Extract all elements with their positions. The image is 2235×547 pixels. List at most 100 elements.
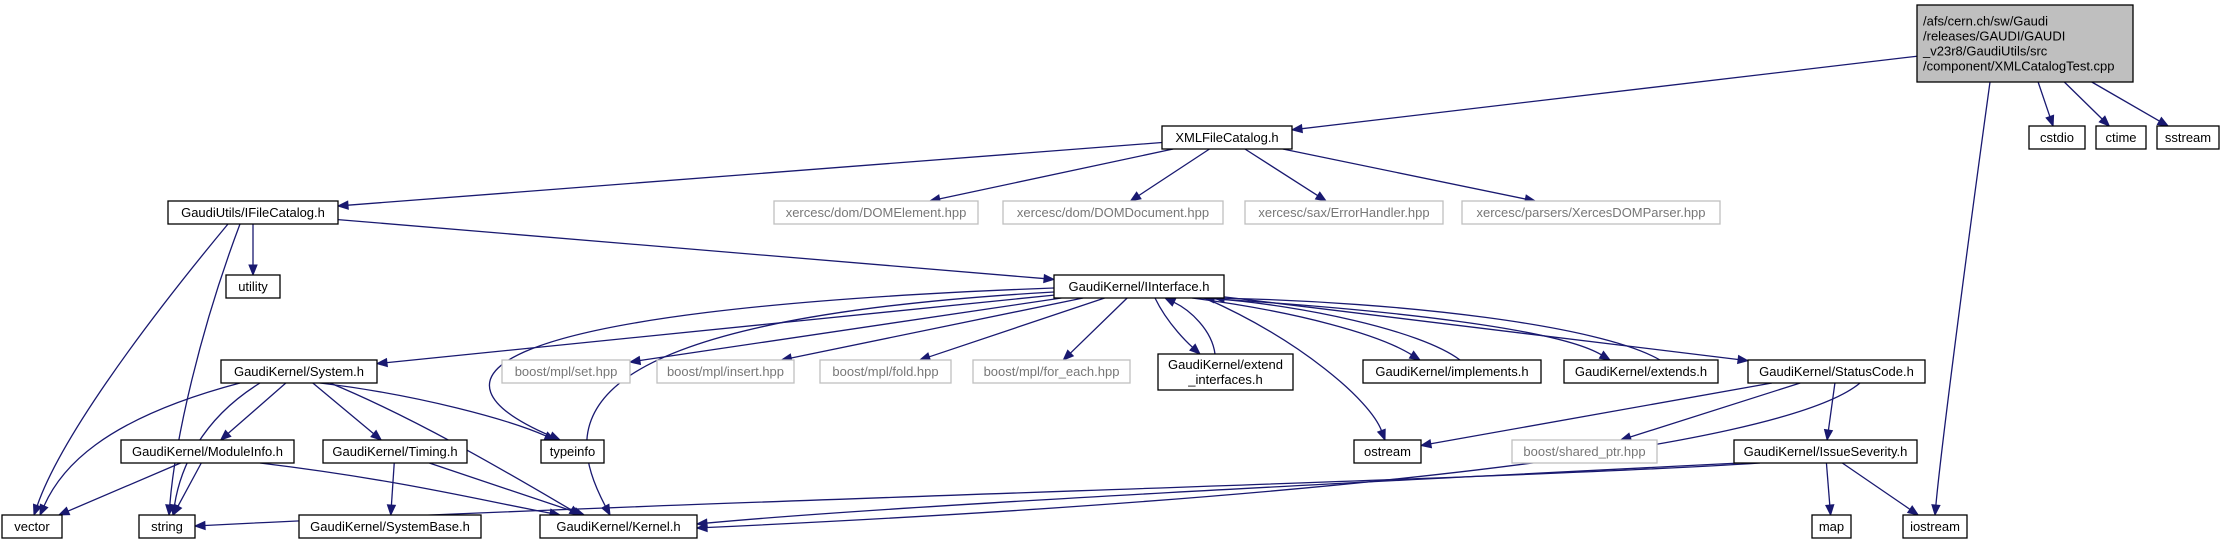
edge-iif-to-extif — [1154, 297, 1202, 355]
node-cstdio[interactable]: cstdio — [2028, 125, 2086, 150]
arrowhead — [248, 264, 258, 277]
node-timing[interactable]: GaudiKernel/Timing.h — [322, 439, 468, 464]
node-box — [539, 514, 698, 539]
node-box — [1053, 274, 1225, 299]
node-vector[interactable]: vector — [1, 514, 63, 539]
node-kernel[interactable]: GaudiKernel/Kernel.h — [539, 514, 698, 539]
node-box — [1161, 125, 1293, 150]
node-extif[interactable]: GaudiKernel/extend_interfaces.h — [1157, 353, 1294, 391]
arrowhead — [1823, 428, 1834, 442]
node-xmlfc[interactable]: XMLFileCatalog.h — [1161, 125, 1293, 150]
arrowhead — [375, 357, 388, 368]
node-box — [1353, 439, 1422, 464]
arrowhead — [1189, 343, 1202, 355]
edge-ifc-to-iif — [337, 218, 1056, 284]
node-label-line: map — [1819, 519, 1844, 534]
edge-line — [791, 297, 1084, 359]
edge-line — [2091, 81, 2160, 122]
node-mplfe[interactable]: boost/mpl/for_each.hpp — [972, 359, 1131, 384]
edge-iif-to-statuscode — [1223, 296, 1750, 365]
node-box — [1733, 439, 1918, 464]
arrowhead — [695, 518, 708, 528]
node-box — [225, 274, 281, 299]
node-label-line: /component/XMLCatalogTest.cpp — [1923, 59, 2115, 74]
node-box — [1902, 514, 1968, 539]
node-ctime[interactable]: ctime — [2095, 125, 2147, 150]
node-sharedptr[interactable]: boost/shared_ptr.hpp — [1511, 439, 1658, 464]
arrowhead — [1043, 273, 1056, 284]
node-label-line: ctime — [2105, 130, 2136, 145]
node-impl[interactable]: GaudiKernel/implements.h — [1362, 359, 1542, 384]
node-modinfo[interactable]: GaudiKernel/ModuleInfo.h — [120, 439, 295, 464]
node-label-line: GaudiKernel/Kernel.h — [556, 519, 680, 534]
edges-layer — [32, 55, 2170, 533]
node-domdoc[interactable]: xercesc/dom/DOMDocument.hpp — [1002, 200, 1224, 225]
node-mplset[interactable]: boost/mpl/set.hpp — [501, 359, 631, 384]
node-box — [819, 359, 952, 384]
node-label-line: xercesc/dom/DOMDocument.hpp — [1017, 205, 1209, 220]
edge-line — [1841, 462, 1911, 510]
arrowhead — [1062, 349, 1075, 361]
edge-line — [639, 297, 1062, 362]
arrowhead — [1931, 504, 1941, 517]
node-box — [2095, 125, 2147, 150]
edge-line — [1935, 81, 1991, 506]
arrowhead — [1314, 191, 1328, 202]
node-box — [501, 359, 631, 384]
node-system[interactable]: GaudiKernel/System.h — [220, 359, 378, 384]
edge-root-to-sstream — [2091, 81, 2170, 127]
node-ostream[interactable]: ostream — [1353, 439, 1422, 464]
edge-line — [169, 223, 241, 506]
node-mplinsert[interactable]: boost/mpl/insert.hpp — [656, 359, 795, 384]
node-label-line: utility — [238, 279, 268, 294]
edge-modinfo-to-vector — [57, 462, 181, 516]
node-label-line: typeinfo — [550, 444, 596, 459]
node-label-line: xercesc/sax/ErrorHandler.hpp — [1258, 205, 1429, 220]
arrowhead — [1737, 354, 1750, 365]
node-label-line: _interfaces.h — [1187, 372, 1262, 387]
node-map[interactable]: map — [1811, 514, 1852, 539]
node-label-line: GaudiKernel/IInterface.h — [1069, 279, 1210, 294]
node-label-line: vector — [14, 519, 50, 534]
node-domel[interactable]: xercesc/dom/DOMElement.hpp — [773, 200, 979, 225]
node-errh[interactable]: xercesc/sax/ErrorHandler.hpp — [1244, 200, 1444, 225]
node-iif[interactable]: GaudiKernel/IInterface.h — [1053, 274, 1225, 299]
node-root[interactable]: /afs/cern.ch/sw/Gaudi/releases/GAUDI/GAU… — [1916, 4, 2134, 83]
edge-xmlfc-to-errh — [1244, 148, 1328, 202]
arrowhead — [39, 503, 49, 517]
node-iostream[interactable]: iostream — [1902, 514, 1968, 539]
node-box — [167, 200, 339, 225]
edge-line — [488, 287, 1055, 437]
node-ifc[interactable]: GaudiUtils/IFileCatalog.h — [167, 200, 339, 225]
node-box — [1563, 359, 1719, 384]
node-extends[interactable]: GaudiKernel/extends.h — [1563, 359, 1719, 384]
node-mplfold[interactable]: boost/mpl/fold.hpp — [819, 359, 952, 384]
node-label-line: GaudiKernel/Timing.h — [332, 444, 457, 459]
edge-line — [429, 462, 575, 513]
node-statuscode[interactable]: GaudiKernel/StatusCode.h — [1747, 359, 1926, 384]
node-label-line: GaudiKernel/StatusCode.h — [1759, 364, 1914, 379]
edge-issue-to-kernel — [695, 462, 1741, 528]
node-label-line: cstdio — [2040, 130, 2074, 145]
edge-line — [1154, 297, 1194, 348]
node-issue[interactable]: GaudiKernel/IssueSeverity.h — [1733, 439, 1918, 464]
node-label-line: string — [151, 519, 183, 534]
node-string[interactable]: string — [138, 514, 196, 539]
node-sstream[interactable]: sstream — [2156, 125, 2220, 150]
edge-line — [1630, 382, 1801, 438]
node-sysbase[interactable]: GaudiKernel/SystemBase.h — [298, 514, 482, 539]
edge-root-to-ctime — [2063, 81, 2111, 127]
node-typeinfo[interactable]: typeinfo — [540, 439, 605, 464]
edge-line — [706, 382, 1861, 529]
edge-impl-to-iif — [1202, 293, 1461, 361]
node-box — [656, 359, 795, 384]
node-xdp[interactable]: xercesc/parsers/XercesDOMParser.hpp — [1461, 200, 1721, 225]
edge-xmlfc-to-domdoc — [1129, 148, 1210, 202]
edge-statuscode-to-sharedptr — [1619, 382, 1801, 442]
edge-line — [939, 148, 1174, 200]
node-utility[interactable]: utility — [225, 274, 281, 299]
edge-line — [706, 462, 1741, 524]
arrowhead — [336, 200, 349, 210]
node-box — [1, 514, 63, 539]
edge-line — [319, 382, 547, 437]
